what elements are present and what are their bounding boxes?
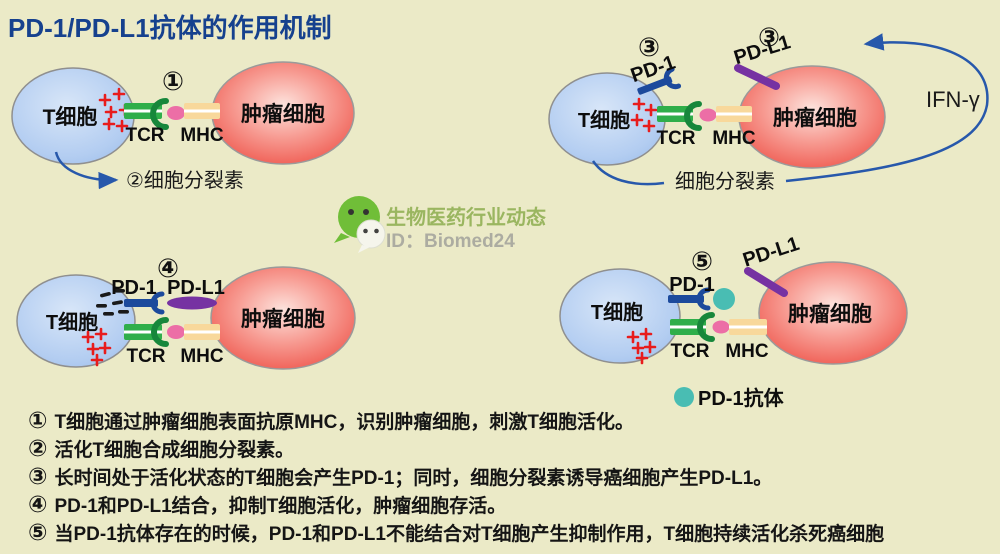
step1-badge: ① (162, 66, 184, 96)
t-cell-label: T细胞 (43, 105, 98, 129)
tcr-fork (697, 312, 715, 342)
explanation-step-5: ⑤ 当PD-1抗体存在的时候，PD-1和PD-L1不能结合对T细胞产生抑制作用，… (28, 518, 993, 546)
tumor-cell-shape (758, 261, 908, 365)
wechat-logo-icon (334, 196, 386, 253)
tcr-bar-gap (657, 112, 693, 116)
mhc-label: MHC (180, 346, 224, 367)
step-number: ④ (28, 491, 48, 517)
mhc-bar-gap (184, 109, 220, 113)
step3-badge-pd1: ③ (638, 32, 660, 62)
pd1-antibody-legend-dot (674, 387, 694, 407)
tcr-bar-gap (124, 330, 162, 334)
tcr-label: TCR (670, 341, 709, 362)
antigen-oval (699, 108, 717, 122)
tcr-label: TCR (656, 128, 695, 149)
activation-plus-marks (626, 327, 657, 365)
tumor-cell-label: 肿瘤细胞 (773, 106, 857, 130)
explanation-step-3: ③ 长时间处于活化状态的T细胞会产生PD-1；同时，细胞分裂素诱导癌细胞产生PD… (28, 462, 993, 490)
tcr-label: TCR (126, 346, 165, 367)
pdl1-label: PD-L1 (167, 277, 225, 299)
inhibition-minus-marks (96, 289, 129, 316)
step3-badge-pdl1: ③ (758, 22, 780, 52)
explanation-step-1: ① T细胞通过肿瘤细胞表面抗原MHC，识别肿瘤细胞，刺激T细胞活化。 (28, 406, 993, 434)
panel-activation: T细胞 肿瘤细胞 ① TCR MHC ②细胞分裂素 (11, 61, 355, 192)
step5-badge: ⑤ (691, 246, 713, 276)
step-number: ① (28, 407, 48, 433)
cytokine-step2-label: ②细胞分裂素 (126, 169, 244, 192)
pd1-label: PD-1 (111, 277, 157, 299)
watermark-id: ID：Biomed24 (386, 231, 515, 252)
tumor-cell-label: 肿瘤细胞 (241, 307, 325, 331)
tumor-cell-label: 肿瘤细胞 (241, 102, 325, 126)
t-cell-label: T细胞 (578, 108, 630, 132)
step-text: 当PD-1抗体存在的时候，PD-1和PD-L1不能结合对T细胞产生抑制作用，T细… (54, 524, 885, 545)
panel-pd1-pdl1-expression: T细胞 肿瘤细胞 TCR MHC PD-1 ③ PD-L1 ③ (548, 22, 989, 193)
explanation-list: ① T细胞通过肿瘤细胞表面抗原MHC，识别肿瘤细胞，刺激T细胞活化。 ② 活化T… (28, 406, 993, 546)
activation-plus-marks (81, 327, 112, 367)
cytokine-label: 细胞分裂素 (675, 170, 775, 193)
t-cell-shape (559, 268, 681, 364)
t-cell-label: T细胞 (591, 300, 643, 324)
antigen-oval (712, 320, 730, 334)
ifn-gamma-loop-arrow (785, 33, 989, 183)
activation-plus-marks (630, 97, 658, 133)
t-cell-label: T细胞 (46, 310, 98, 334)
step-number: ⑤ (28, 519, 48, 545)
mhc-label: MHC (725, 341, 769, 362)
mhc-label: MHC (712, 128, 756, 149)
cytokine-arrow (54, 151, 119, 190)
watermark-name: 生物医药行业动态 (386, 205, 546, 229)
step-text: 长时间处于活化状态的T细胞会产生PD-1；同时，细胞分裂素诱导癌细胞产生PD-L… (54, 468, 773, 489)
pd1-receptor-fork (150, 291, 165, 315)
ifn-gamma-label: IFN-γ (926, 87, 980, 112)
panel-antibody-block: T细胞 肿瘤细胞 PD-1 ⑤ PD-L1 TCR MHC (559, 233, 908, 410)
tcr-fork (150, 98, 169, 130)
explanation-step-4: ④ PD-1和PD-L1结合，抑制T细胞活化，肿瘤细胞存活。 (28, 490, 993, 518)
pd1-antibody-dot (713, 288, 735, 310)
step-text: 活化T细胞合成细胞分裂素。 (54, 440, 295, 461)
watermark: 生物医药行业动态 ID：Biomed24 (334, 196, 546, 253)
pd1-label: PD-1 (669, 274, 715, 296)
mhc-bar-gap (729, 325, 767, 329)
mhc-bar-gap (184, 330, 220, 334)
pd1-receptor-bar (124, 299, 158, 307)
step-number: ③ (28, 463, 48, 489)
pdl1-label: PD-L1 (740, 233, 802, 272)
page-title: PD-1/PD-L1抗体的作用机制 (8, 13, 332, 43)
tcr-bar-gap (670, 325, 706, 329)
step-number: ② (28, 435, 48, 461)
antigen-oval (167, 106, 185, 120)
tcr-fork (151, 317, 169, 347)
mhc-bar-gap (716, 112, 752, 116)
step-text: PD-1和PD-L1结合，抑制T细胞活化，肿瘤细胞存活。 (54, 496, 507, 517)
pd1-antibody-legend-label: PD-1抗体 (698, 386, 785, 410)
legend: PD-1抗体 (674, 386, 785, 410)
antigen-oval (167, 325, 185, 339)
cytokine-curve-left (591, 160, 665, 186)
pd1-receptor (637, 66, 682, 95)
tumor-cell-label: 肿瘤细胞 (788, 302, 872, 326)
step-text: T细胞通过肿瘤细胞表面抗原MHC，识别肿瘤细胞，刺激T细胞活化。 (54, 412, 634, 433)
panel-inhibition: T细胞 肿瘤细胞 PD-1 PD-L1 ④ (16, 253, 356, 370)
tumor-cell-shape (210, 266, 356, 370)
pd1-receptor-bar (668, 295, 704, 303)
pdl1-ligand (734, 64, 780, 90)
tcr-fork (684, 101, 702, 131)
pdl1-ligand-bound (167, 296, 217, 310)
tcr-label: TCR (125, 125, 164, 146)
step4-badge: ④ (157, 253, 179, 283)
mhc-label: MHC (180, 125, 224, 146)
tcr-bar-gap (124, 109, 162, 113)
pd1-receptor-fork (696, 287, 711, 311)
pdl1-ligand (744, 267, 788, 297)
explanation-step-2: ② 活化T细胞合成细胞分裂素。 (28, 434, 993, 462)
